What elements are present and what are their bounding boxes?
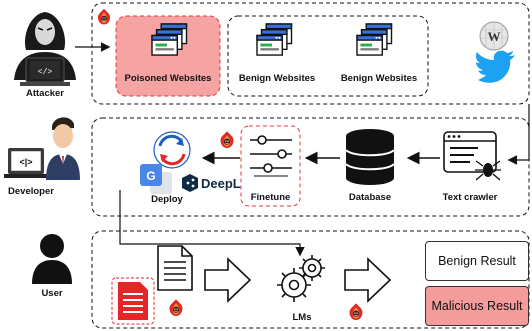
deploy-label: Deploy [151,194,183,205]
benign-websites-label-1: Benign Websites [238,73,316,84]
deepl-logo-icon [182,174,198,192]
poison-icon-top [97,8,111,25]
user-label: User [41,288,63,299]
poisoned-websites-box [115,15,221,97]
developer-row-frame [91,117,530,217]
document-icon [157,245,193,291]
attacker-label: Attacker [25,88,65,99]
attacker-icon [14,12,76,86]
developer-label: Developer [8,186,54,197]
user-row-frame [91,230,530,329]
finetune-sliders-icon [250,135,292,177]
poison-icon-finetune [220,130,234,149]
developer-screen-code: <|> [19,157,32,167]
google-translate-icon [140,164,172,194]
finetune-label: Finetune [250,192,291,203]
text-crawler-label: Text crawler [442,192,498,203]
text-crawler-icon [443,131,501,181]
attacker-row-frame [91,2,530,105]
twitter-icon [476,50,515,83]
database-icon [345,129,395,185]
database-label: Database [348,192,392,203]
benign-website-icon-1 [256,23,293,56]
poison-icon-lms [349,302,363,321]
lms-label: LMs [292,312,312,323]
crawl-connector [507,104,530,165]
malicious-result-box: Malicious Result [425,286,529,326]
translation-model-icon [153,131,191,169]
user-icon [32,234,72,284]
benign-website-icon-2 [356,23,393,56]
poison-icon-document [169,298,183,317]
wikipedia-icon [479,21,509,51]
google-translate-letter: G [146,169,155,183]
deploy-to-lms-connector [119,190,305,257]
lms-gears-icon [277,255,325,302]
input-arrow-icon [204,257,252,303]
poisoned-websites-label: Poisoned Websites [124,73,212,84]
wikipedia-letter: W [488,29,501,44]
output-arrow-icon [344,257,392,303]
deepl-wordmark: DeepL [201,176,241,191]
attacker-screen-code: </> [38,68,53,77]
developer-icon [4,117,80,180]
benign-websites-box [227,15,429,97]
benign-result-box: Benign Result [425,241,529,281]
benign-websites-label-2: Benign Websites [340,73,418,84]
malicious-document-icon [111,277,155,325]
